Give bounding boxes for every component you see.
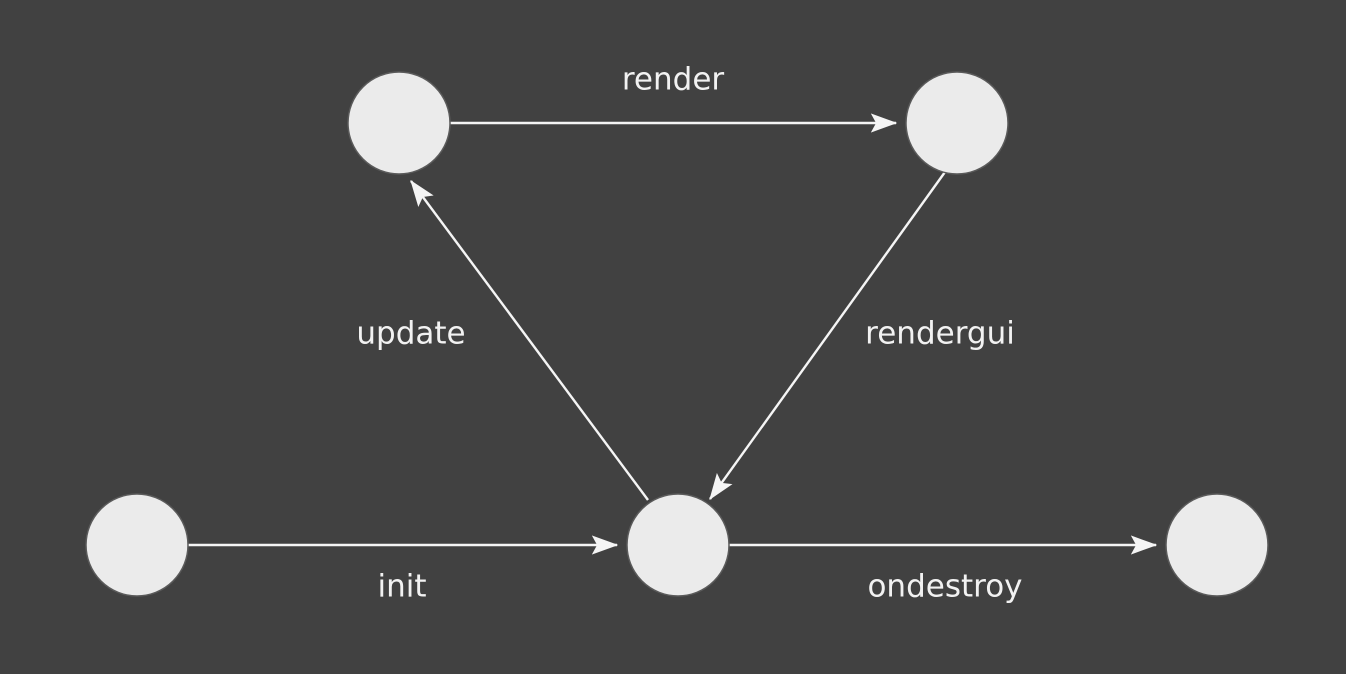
node-top-right[interactable]: [905, 71, 1009, 175]
node-right[interactable]: [1165, 493, 1269, 597]
edge-label-rendergui: rendergui: [865, 316, 1015, 352]
edges-layer: [188, 113, 1158, 555]
edge-update[interactable]: [410, 180, 649, 501]
edge-labels-layer: render update rendergui init ondestroy: [356, 62, 1022, 605]
nodes-layer: [85, 71, 1269, 597]
node-left[interactable]: [85, 493, 189, 597]
edge-label-init: init: [377, 569, 426, 605]
edge-rendergui[interactable]: [709, 171, 946, 500]
edge-label-ondestroy: ondestroy: [867, 569, 1022, 605]
edge-label-render: render: [622, 62, 725, 98]
node-top-left[interactable]: [347, 71, 451, 175]
edge-label-update: update: [356, 316, 465, 352]
node-center[interactable]: [626, 493, 730, 597]
